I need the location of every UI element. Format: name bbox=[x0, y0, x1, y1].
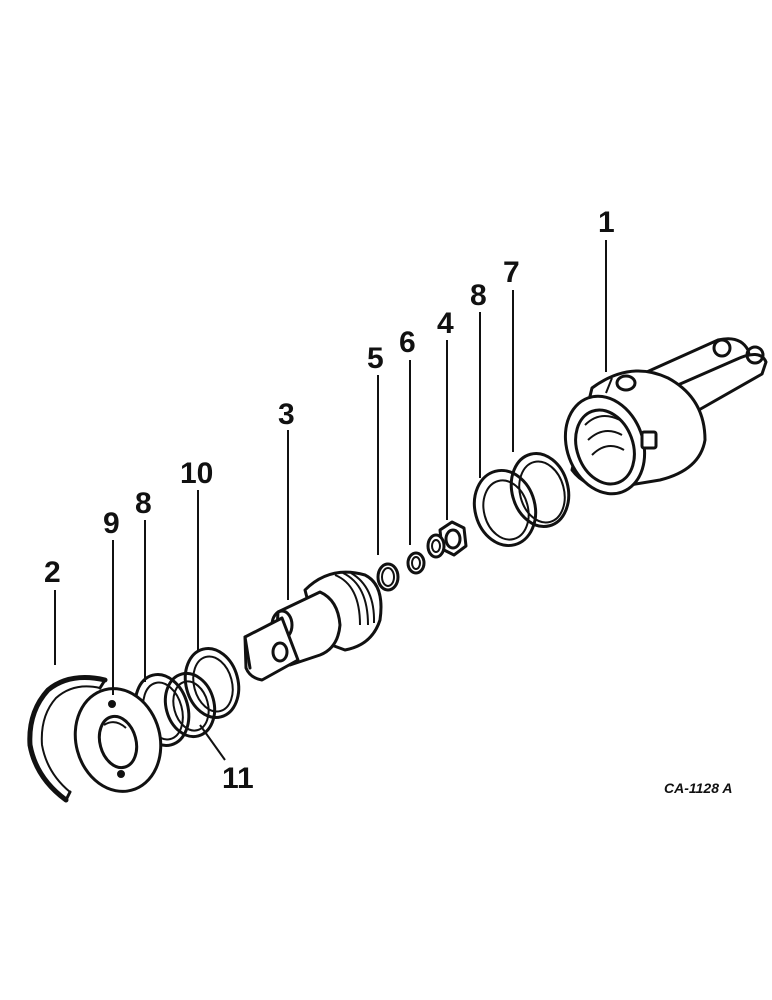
callout-5: 5 bbox=[367, 342, 384, 375]
part-9-flange bbox=[73, 687, 163, 793]
part-3-shaft bbox=[243, 570, 383, 682]
callout-6: 6 bbox=[399, 326, 416, 359]
callout-8-lower: 8 bbox=[135, 487, 152, 520]
callout-7: 7 bbox=[503, 256, 520, 289]
drawing-reference: CA-1128 A bbox=[664, 780, 732, 796]
part-11-ring bbox=[163, 671, 217, 739]
part-2-snap-ring bbox=[27, 675, 108, 803]
part-7-ring bbox=[509, 452, 571, 528]
callout-3: 3 bbox=[278, 398, 295, 431]
callout-numbers: 1 7 8 4 6 5 3 10 8 9 2 11 bbox=[44, 206, 615, 795]
callout-4: 4 bbox=[437, 307, 454, 340]
callout-2: 2 bbox=[44, 556, 61, 589]
callout-8-upper: 8 bbox=[470, 279, 487, 312]
leader-lines bbox=[54, 240, 607, 761]
part-8-ring-upper bbox=[472, 468, 538, 548]
part-5-ring bbox=[376, 562, 400, 592]
callout-9: 9 bbox=[103, 507, 120, 540]
part-4-nut bbox=[426, 520, 468, 559]
part-1-housing bbox=[563, 337, 768, 496]
part-10-ring bbox=[183, 647, 241, 719]
part-6-washer bbox=[406, 551, 426, 575]
callout-1: 1 bbox=[598, 206, 615, 239]
callout-11: 11 bbox=[222, 762, 254, 795]
callout-10: 10 bbox=[180, 457, 213, 490]
